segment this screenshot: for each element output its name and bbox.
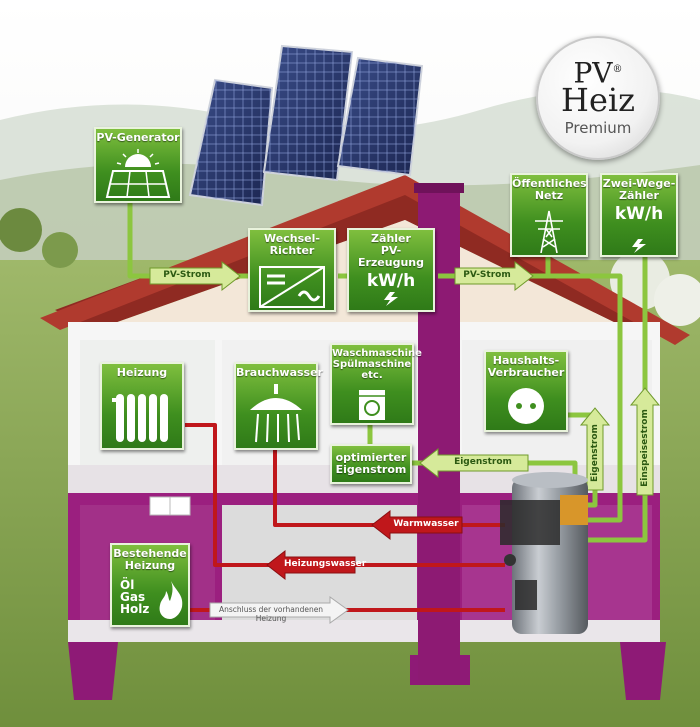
node-heizung: Heizung (100, 362, 184, 450)
logo-line3: Premium (564, 119, 632, 137)
sun-panel-icon (105, 149, 171, 198)
logo-line2: Heiz (561, 81, 635, 119)
node-zwei-wege-zaehler: Zwei-Wege- Zähler kW/h (600, 173, 678, 257)
node-wechselrichter: Wechsel- Richter (248, 228, 336, 312)
flow-pv-strom-1: PV-Strom (163, 270, 211, 280)
node-label: Öffentliches Netz (512, 177, 587, 202)
washing-machine-icon (359, 390, 385, 420)
flow-eigenstrom-horizontal: Eigenstrom (454, 457, 512, 467)
node-label: Waschmaschine Spülmaschine etc. (332, 348, 422, 381)
shower-icon (250, 384, 302, 443)
node-label: optimierter Eigenstrom (335, 451, 407, 476)
node-zaehler-pv: Zähler PV-Erzeugung kW/h (347, 228, 435, 312)
node-bestehende-heizung: Bestehende Heizung Öl Gas Holz (110, 543, 190, 627)
flow-heizungswasser: Heizungswasser (284, 559, 367, 569)
solar-panels (188, 44, 424, 207)
node-optimierter-eigenstrom: optimierter Eigenstrom (330, 444, 412, 484)
radiator-icon (112, 394, 168, 442)
node-brauchwasser: Brauchwasser (234, 362, 323, 450)
roof (40, 175, 690, 345)
pv-heiz-logo: PV® Heiz Premium (536, 36, 660, 160)
storage-tank (500, 472, 588, 634)
fuel-oil: Öl (120, 578, 135, 592)
node-label: Zwei-Wege- Zähler (602, 177, 676, 202)
node-label: Heizung (116, 366, 168, 379)
node-netz: Öffentliches Netz (510, 173, 588, 257)
inverter-icon (259, 266, 325, 308)
node-label: Wechsel- Richter (264, 232, 320, 257)
flow-anschluss: Anschluss der vorhandenen Heizung (218, 605, 324, 623)
node-haushalts-verbraucher: Haushalts- Verbraucher (484, 350, 568, 432)
fuel-list: Öl Gas Holz (120, 579, 149, 615)
fuel-wood: Holz (120, 602, 150, 616)
logo-line1: PV® (573, 56, 623, 90)
socket-icon (508, 388, 544, 424)
node-label: Haushalts- Verbraucher (487, 354, 565, 379)
flow-warmwasser: Warmwasser (393, 519, 459, 529)
node-label: PV-Generator (96, 131, 180, 144)
fuel-gas: Gas (120, 590, 146, 604)
node-unit: kW/h (614, 204, 664, 224)
node-label: Bestehende Heizung (113, 547, 187, 572)
node-label: Zähler PV-Erzeugung (357, 232, 425, 269)
flame-icon (159, 581, 183, 619)
pylon-icon (535, 210, 563, 253)
node-unit: kW/h (366, 271, 416, 291)
flow-pv-strom-2: PV-Strom (463, 270, 511, 280)
flow-einspeisestrom: Einspeisestrom (640, 409, 650, 487)
flow-eigenstrom-vertical: Eigenstrom (590, 424, 600, 482)
node-waschmaschine: Waschmaschine Spülmaschine etc. (330, 343, 422, 425)
node-pv-generator: PV-Generator (94, 127, 182, 203)
meter-icon (632, 239, 646, 253)
meter-icon (384, 292, 398, 306)
node-label: Brauchwasser (236, 366, 323, 379)
